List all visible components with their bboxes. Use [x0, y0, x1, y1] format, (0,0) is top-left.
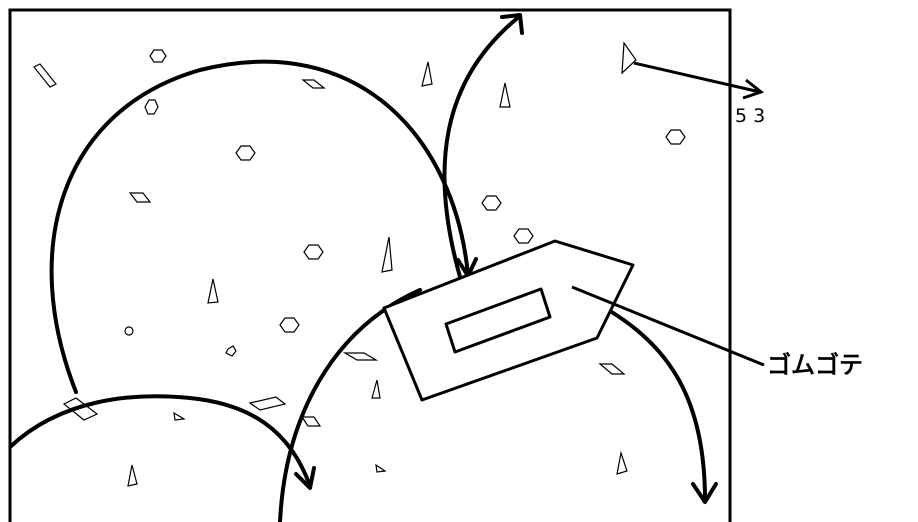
parallelogram-fleck: [250, 397, 285, 410]
parallelogram-fleck: [345, 353, 376, 360]
hexagon-fleck: [482, 196, 501, 210]
triangle-fleck: [174, 413, 184, 420]
parallelogram-fleck: [34, 64, 56, 87]
sweep-path-to-top: [444, 16, 520, 277]
hexagon-fleck: [150, 50, 166, 62]
triangle-fleck: [500, 83, 510, 107]
parallelogram-fleck: [600, 364, 624, 374]
triangle-fleck: [372, 380, 380, 398]
triangle-fleck: [622, 43, 636, 73]
sweep-path-lower-right-exit: [590, 300, 705, 500]
triangle-fleck: [617, 453, 627, 474]
hexagon-fleck: [666, 130, 685, 144]
number-label: 5 3: [735, 105, 765, 127]
hexagon-fleck: [304, 245, 323, 259]
hexagon-fleck: [236, 146, 255, 160]
triangle-fleck: [382, 237, 392, 272]
parallelogram-fleck: [302, 417, 320, 426]
hexagon-fleck: [514, 229, 533, 243]
triangle-fleck: [376, 465, 385, 472]
triangle-fleck: [128, 465, 137, 486]
leader-line-number: [634, 63, 760, 92]
parallelogram-fleck: [303, 80, 324, 88]
hexagon-fleck: [145, 100, 158, 114]
sweep-path-lower-left: [10, 396, 310, 486]
circle-fleck: [125, 327, 133, 335]
parallelogram-fleck: [130, 193, 150, 202]
pentagon-fleck: [226, 346, 236, 356]
triangle-fleck: [208, 279, 218, 303]
triangle-fleck: [422, 62, 432, 86]
part-label: ゴムゴテ: [767, 351, 863, 379]
hexagon-fleck: [280, 318, 299, 332]
